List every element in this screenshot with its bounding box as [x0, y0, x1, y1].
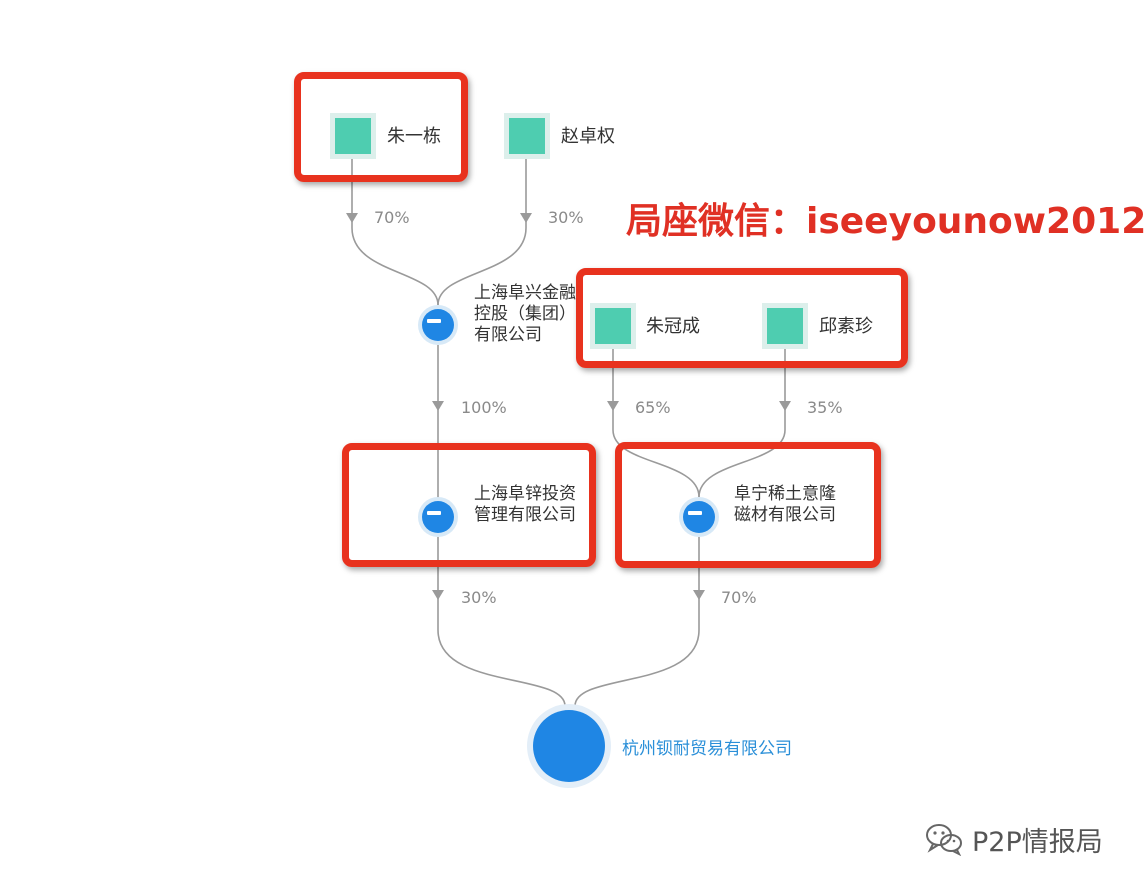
person-node-zhu-yidong[interactable] [330, 113, 376, 159]
arrow-30-b [432, 590, 444, 600]
share-label: 35% [807, 398, 843, 417]
company-label-fuxin-investment: 上海阜锌投资管理有限公司 [474, 484, 576, 525]
share-label: 70% [721, 588, 757, 607]
arrow-35 [779, 401, 791, 411]
company-node-fuxing-group[interactable] [418, 305, 458, 345]
person-label-qiu-suzhen: 邱素珍 [819, 316, 873, 337]
person-label-zhu-yidong: 朱一栋 [387, 126, 441, 147]
company-label-funing-rare-earth: 阜宁稀土意隆磁材有限公司 [734, 484, 836, 525]
person-node-qiu-suzhen[interactable] [762, 303, 808, 349]
wechat-icon [926, 824, 962, 856]
arrow-30-a [520, 213, 532, 223]
watermark: P2P情报局 [924, 821, 1103, 858]
edge-rare-earth-to-target [574, 537, 700, 707]
company-node-funing-rare-earth[interactable] [679, 497, 719, 537]
highlight-box-fuxin-investment [342, 443, 596, 567]
collapse-icon [427, 511, 441, 515]
person-label-zhu-guancheng: 朱冠成 [646, 316, 700, 337]
arrow-70-a [346, 213, 358, 223]
arrow-70-b [693, 590, 705, 600]
arrow-65 [607, 401, 619, 411]
target-company-node[interactable] [527, 704, 611, 788]
highlight-box-funing-rare-earth [615, 442, 881, 568]
edge-zhu-guancheng-to-rare-earth [612, 348, 700, 498]
edge-qiu-suzhen-to-rare-earth [698, 348, 786, 498]
person-node-zhu-guancheng[interactable] [590, 303, 636, 349]
watermark-text: P2P情报局 [972, 826, 1103, 858]
edge-zhu-yidong-to-group [351, 158, 439, 306]
share-label: 70% [374, 208, 410, 227]
share-label: 30% [461, 588, 497, 607]
arrow-100 [432, 401, 444, 411]
highlight-box-zhu-yidong [294, 72, 468, 182]
highlight-box-zhu-guancheng-qiu-suzhen [576, 268, 908, 368]
share-label: 30% [548, 208, 584, 227]
person-node-zhao-zhuoquan[interactable] [504, 113, 550, 159]
collapse-icon [688, 511, 702, 515]
edge-investment-to-target [437, 537, 566, 707]
overlay-wechat-id: 局座微信：iseeyounow2012 [626, 201, 1147, 242]
person-label-zhao-zhuoquan: 赵卓权 [561, 126, 615, 147]
collapse-icon [427, 319, 441, 323]
edge-zhao-zhuoquan-to-group [437, 158, 527, 306]
company-node-fuxin-investment[interactable] [418, 497, 458, 537]
share-label: 100% [461, 398, 507, 417]
company-label-fuxing-group: 上海阜兴金融控股（集团）有限公司 [474, 283, 576, 345]
share-label: 65% [635, 398, 671, 417]
target-company-label: 杭州钡耐贸易有限公司 [622, 739, 792, 759]
